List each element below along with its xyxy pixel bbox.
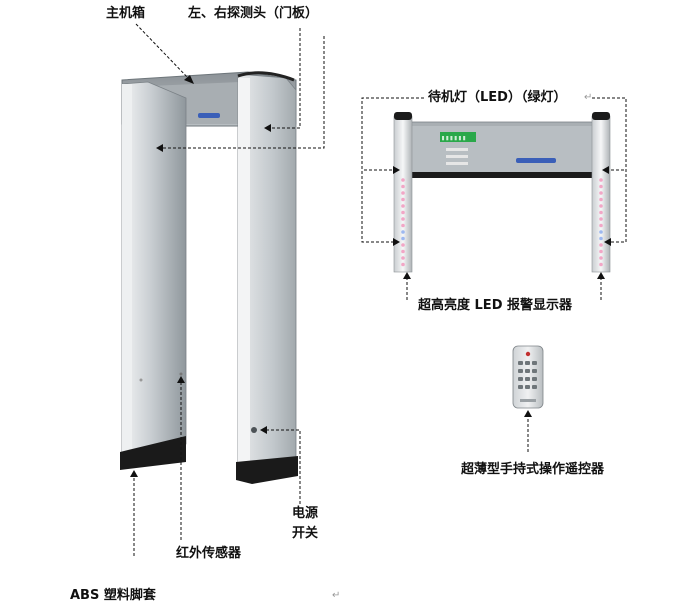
arrowhead-probes-short (264, 124, 271, 132)
led-dot (599, 249, 603, 254)
leader-standby-right (592, 97, 627, 243)
led-dot (401, 236, 405, 241)
remote-control (512, 345, 544, 409)
led-door-indicator-2 (446, 155, 468, 158)
remote-key (525, 369, 530, 373)
leader-power (264, 429, 301, 504)
label-abs-foot: ABS 塑料脚套 (70, 588, 156, 603)
arrowhead-led-right (597, 272, 605, 279)
label-power-line2: 开关 (292, 526, 319, 541)
led-door-crossbar (410, 172, 598, 178)
arrowhead-standby-left (393, 238, 400, 246)
led-dot (401, 197, 405, 202)
right-panel-edge (238, 78, 250, 462)
led-door-view: ▮▮▮▮▮▮ (393, 112, 611, 273)
remote-label-strip (520, 399, 536, 402)
leader-lines (133, 23, 627, 556)
ir-sensor-dot-left (139, 378, 143, 382)
led-door-lcd (440, 132, 476, 142)
remote-key (532, 361, 537, 365)
led-dot (401, 217, 405, 221)
main-box-badge (198, 113, 220, 118)
arrowhead-standby-right (604, 238, 611, 246)
arrowhead-remote (524, 410, 532, 417)
label-standby-light: 待机灯（LED）（绿灯） (428, 90, 567, 105)
label-power-line1: 电源 (292, 506, 319, 521)
remote-key (518, 377, 523, 381)
leader-probes-long (160, 36, 325, 149)
label-ir-sensor: 红外传感器 (176, 546, 242, 561)
led-door-right-cap (592, 112, 610, 120)
remote-key (518, 361, 523, 365)
led-dot (401, 262, 405, 267)
led-dot (401, 210, 405, 215)
ir-sensor-dot (179, 372, 183, 376)
arrowhead-main-box (184, 75, 194, 84)
led-door-badge (516, 158, 556, 163)
remote-key (525, 385, 530, 389)
led-dot (599, 223, 603, 228)
left-panel-edge (122, 84, 132, 452)
left-abs-foot (120, 436, 186, 470)
label-main-box: 主机箱 (106, 6, 146, 21)
led-dot (401, 249, 405, 254)
led-dot (599, 191, 603, 195)
remote-key (518, 385, 523, 389)
led-alarm-dots (401, 178, 603, 267)
led-dot (599, 197, 603, 202)
label-probes: 左、右探测头（门板） (188, 6, 319, 21)
remote-red-button (525, 351, 531, 357)
led-door-indicator-1 (446, 148, 468, 151)
metal-detector-door (120, 71, 298, 484)
led-dot (401, 204, 405, 208)
led-dot (401, 178, 405, 182)
remote-key (532, 385, 537, 389)
arrowhead-probes-long (156, 144, 163, 152)
led-dot (599, 210, 603, 215)
leader-arrowheads (130, 75, 611, 477)
remote-keypad (518, 361, 537, 389)
led-dot (599, 217, 603, 221)
label-remote: 超薄型手持式操作遥控器 (461, 462, 605, 477)
led-door-top-front (410, 126, 598, 172)
right-abs-foot (236, 456, 298, 484)
remote-key (525, 377, 530, 381)
led-dot (599, 184, 603, 189)
remote-key (532, 369, 537, 373)
arrowhead-standby-left-mid (393, 166, 400, 174)
leader-probes-short (268, 28, 301, 129)
leader-standby-left (361, 97, 424, 243)
led-door-lcd-text: ▮▮▮▮▮▮ (441, 134, 466, 142)
right-panel-cap (237, 71, 295, 82)
led-dot (599, 262, 603, 267)
remote-key (525, 361, 530, 365)
led-dot (401, 243, 405, 247)
remote-key (532, 377, 537, 381)
led-dot (401, 184, 405, 189)
led-dot (599, 236, 603, 241)
return-mark-standby: ↵ (584, 92, 593, 103)
return-mark-bottom: ↵ (332, 590, 341, 601)
led-dot (599, 230, 603, 234)
remote-key (518, 369, 523, 373)
led-dot (401, 191, 405, 195)
led-dot (599, 178, 603, 182)
led-dot (401, 223, 405, 228)
led-dot (599, 204, 603, 208)
led-door-left-cap (394, 112, 412, 120)
arrowhead-power (260, 426, 267, 434)
arrowhead-ir (177, 376, 185, 383)
led-door-indicator-3 (446, 162, 468, 165)
label-led-alarm: 超高亮度 LED 报警显示器 (418, 298, 573, 313)
led-dot (401, 230, 405, 234)
leader-main-box (135, 23, 191, 81)
arrowhead-led-left (403, 272, 411, 279)
arrowhead-standby-right-mid (602, 166, 609, 174)
led-dot (599, 243, 603, 247)
arrowhead-abs (130, 470, 138, 477)
led-dot (401, 256, 405, 260)
led-dot (599, 256, 603, 260)
power-switch (251, 427, 257, 433)
